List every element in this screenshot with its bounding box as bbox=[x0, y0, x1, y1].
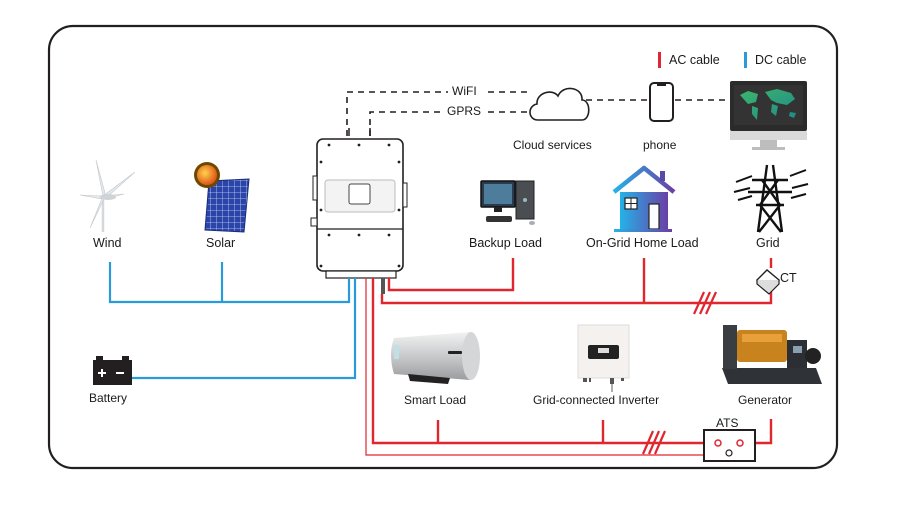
backup-load-label: Backup Load bbox=[469, 236, 542, 250]
computer-icon bbox=[480, 180, 535, 225]
battery-icon bbox=[93, 356, 132, 385]
monitor-icon bbox=[730, 81, 807, 150]
house-icon bbox=[612, 165, 676, 232]
wifi-label: WiFI bbox=[452, 84, 477, 98]
hybrid-inverter-icon bbox=[310, 128, 408, 294]
ats-label: ATS bbox=[716, 416, 739, 430]
grid-label: Grid bbox=[756, 236, 780, 250]
grid-inverter-icon bbox=[577, 324, 630, 392]
generator-icon bbox=[722, 325, 822, 384]
legend-ac-cable: AC cable bbox=[658, 52, 720, 68]
home-load-label: On-Grid Home Load bbox=[586, 236, 699, 250]
power-tower-icon bbox=[733, 164, 809, 233]
legend-ac-label: AC cable bbox=[669, 53, 720, 67]
battery-label: Battery bbox=[89, 391, 128, 405]
wind-label: Wind bbox=[93, 236, 122, 250]
diagram-frame bbox=[47, 24, 839, 470]
wind-turbine-icon bbox=[79, 159, 136, 232]
ct-label: CT bbox=[780, 271, 797, 285]
solar-panel-icon bbox=[194, 162, 250, 233]
phone-label: phone bbox=[643, 138, 677, 152]
cloud-icon bbox=[529, 87, 590, 121]
gprs-label: GPRS bbox=[447, 104, 482, 118]
dc-cables bbox=[108, 262, 357, 380]
water-heater-icon bbox=[391, 332, 480, 384]
three-phase-marker bbox=[641, 291, 718, 455]
ac-cable-thin bbox=[365, 278, 726, 456]
smart-load-label: Smart Load bbox=[404, 393, 467, 407]
legend-dc-cable: DC cable bbox=[744, 52, 806, 68]
ats-switch-icon bbox=[703, 429, 756, 462]
phone-icon bbox=[649, 82, 674, 122]
grid-inverter-label: Grid-connected Inverter bbox=[533, 393, 660, 407]
comm-lines bbox=[346, 91, 728, 136]
solar-label: Solar bbox=[206, 236, 236, 250]
ct-clamp-icon bbox=[755, 269, 781, 295]
ac-swatch bbox=[658, 52, 661, 68]
dc-swatch bbox=[744, 52, 747, 68]
legend-dc-label: DC cable bbox=[755, 53, 807, 67]
cloud-services-label: Cloud services bbox=[513, 138, 592, 152]
generator-label: Generator bbox=[738, 393, 793, 407]
